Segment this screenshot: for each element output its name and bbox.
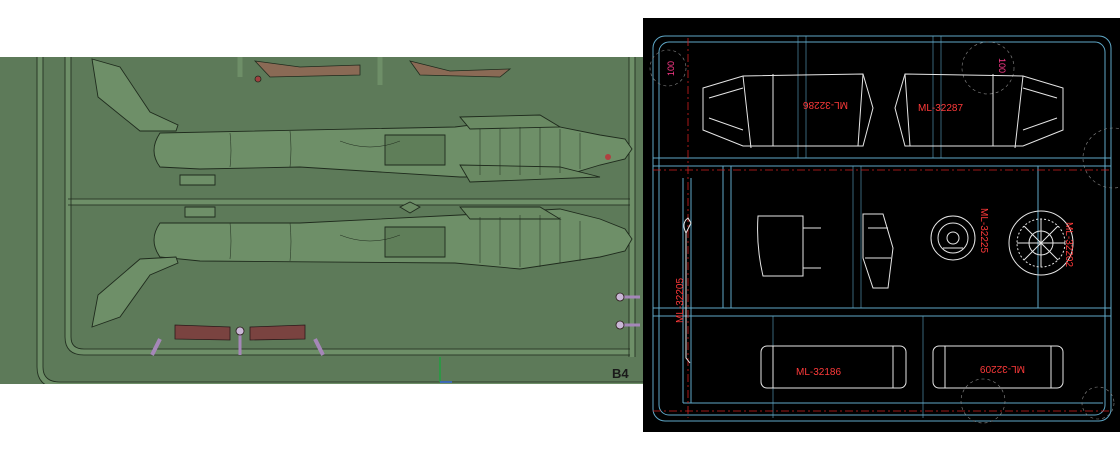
label-wheel-small: ML-32225	[978, 208, 989, 253]
label-side-vertical: ML-32205	[675, 278, 686, 323]
centerlines	[653, 38, 1111, 418]
gate-mark-right: 100	[997, 58, 1007, 73]
fuselage-half-top	[91, 58, 633, 186]
parts-bottom	[760, 345, 1064, 389]
sprue-render-canvas	[36, 57, 643, 384]
wheel-large	[1008, 210, 1074, 276]
sprue-label: B4	[612, 366, 629, 381]
label-wheel-large: ML-32202	[1063, 222, 1074, 267]
part-antenna	[683, 217, 692, 364]
cad-drawing-canvas: ML-32286 ML-32287 ML-32205 ML-32225 ML-3…	[649, 35, 1120, 424]
small-parts-group	[150, 292, 640, 356]
label-bottom-right: ML-32209	[980, 363, 1025, 374]
part-top-right	[894, 73, 1064, 149]
gate-mark-left: 100	[666, 61, 676, 76]
axis-triad-icon	[439, 357, 452, 383]
fuselage-half-bottom	[91, 201, 633, 328]
label-bottom-left: ML-32186	[796, 367, 841, 378]
cad-drawing-viewport[interactable]: ML-32286 ML-32287 ML-32205 ML-32225 ML-3…	[643, 18, 1120, 432]
wheel-small	[930, 215, 976, 261]
label-top-left: ML-32286	[803, 99, 848, 110]
sprue-render-viewport[interactable]: B4	[0, 57, 643, 384]
label-top-right: ML-32287	[918, 103, 963, 114]
parts-middle	[757, 213, 894, 289]
part-top-left	[702, 73, 874, 149]
